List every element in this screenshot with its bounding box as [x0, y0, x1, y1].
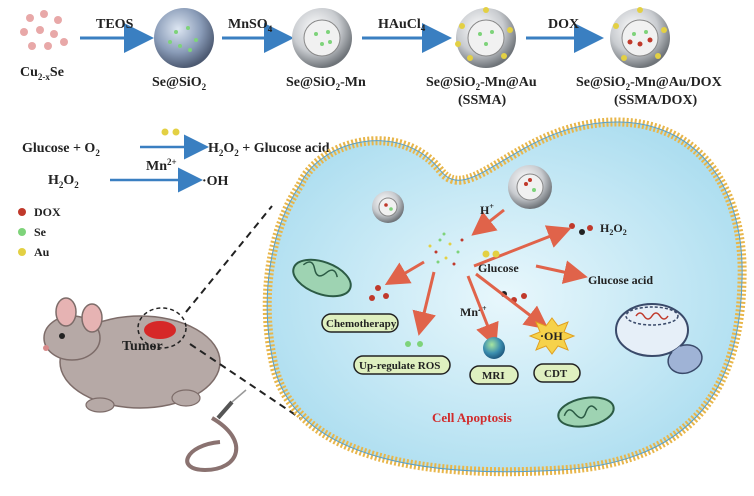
legend: DOX Se Au [18, 205, 61, 259]
legend-au-label: Au [34, 245, 50, 259]
ssma-dox-sphere [610, 7, 670, 68]
glucose-acid-label: Glucose acid [588, 273, 653, 287]
reagent-mnso4: MnSO4 [228, 17, 273, 34]
nucleus-icon [615, 303, 703, 375]
tumor-spot [144, 321, 176, 339]
tumor-label: Tumor [122, 339, 163, 354]
svg-text:Up-regulate ROS: Up-regulate ROS [359, 360, 440, 372]
legend-se-swatch [18, 228, 26, 236]
step4-label: Se@SiO2-Mn@Au [426, 75, 537, 92]
cell-apoptosis-label: Cell Apoptosis [432, 410, 512, 425]
svg-text:H2O2: H2O2 [48, 173, 79, 190]
arrow-to-glucose-acid [535, 260, 588, 284]
arrow-to-se [412, 271, 436, 336]
step4-note: (SSMA) [458, 93, 507, 108]
step5-note: (SSMA/DOX) [614, 93, 698, 108]
up-regulate-ros-pill: Up-regulate ROS [353, 355, 451, 375]
svg-text:H2O2 + Glucose acid: H2O2 + Glucose acid [208, 141, 330, 158]
degraded-particle [428, 232, 464, 266]
glucose-label: Glucose [478, 261, 519, 275]
ssma-dox-outside [372, 165, 552, 223]
svg-text:Chemotherapy: Chemotherapy [326, 318, 397, 330]
step1-label: Cu2-xSe [20, 65, 64, 82]
arrow-to-dox [384, 260, 425, 286]
mri-globe-icon [483, 337, 505, 359]
se-sio2-sphere [154, 8, 214, 68]
cdt-pill: CDT [533, 363, 581, 383]
ssma-sphere [455, 7, 516, 68]
svg-text:·OH: ·OH [540, 329, 563, 343]
legend-dox-swatch [18, 208, 26, 216]
arrow-to-oh [475, 272, 549, 330]
mn-label: Mn2+ [460, 304, 487, 319]
arrow-to-h2o2 [473, 225, 572, 268]
mitochondrion-icon [292, 258, 352, 298]
zoom-line-bottom [189, 343, 301, 419]
hplus-label: H+ [480, 202, 494, 217]
svg-text:CDT: CDT [544, 368, 568, 380]
reagent-haucl4: HAuCl4 [378, 17, 426, 33]
reagent-dox: DOX [548, 17, 579, 32]
chemotherapy-pill: Chemotherapy [321, 313, 399, 333]
legend-dox-label: DOX [34, 205, 61, 219]
oh-burst-icon: ·OH [528, 317, 576, 355]
arrow-hplus [471, 208, 505, 236]
se-sio2-mn-sphere [292, 8, 352, 68]
svg-text:MRI: MRI [482, 370, 505, 382]
svg-text:Mn2+: Mn2+ [146, 157, 177, 174]
step5-label: Se@SiO2-Mn@Au/DOX [576, 75, 722, 92]
step3-label: Se@SiO2-Mn [286, 75, 366, 92]
cu2xse-particles [20, 10, 68, 50]
step2-label: Se@SiO2 [152, 75, 207, 92]
mouse: Tumor [43, 297, 247, 473]
legend-au-swatch [18, 248, 26, 256]
mri-pill: MRI [469, 365, 519, 385]
reaction-2: H2O2 Mn2+ ·OH [48, 157, 229, 193]
zoom-line-top [185, 205, 273, 313]
reagent-teos: TEOS [96, 17, 134, 32]
arrow-to-mri [466, 275, 499, 348]
h2o2-label: H2O2 [600, 221, 627, 237]
svg-text:Glucose + O2: Glucose + O2 [22, 141, 100, 158]
reaction-1: Glucose + O2 H2O2 + Glucose acid [22, 128, 330, 160]
legend-se-label: Se [34, 225, 47, 239]
mitochondrion-bottom-icon [557, 396, 615, 428]
svg-text:·OH: ·OH [202, 174, 229, 189]
